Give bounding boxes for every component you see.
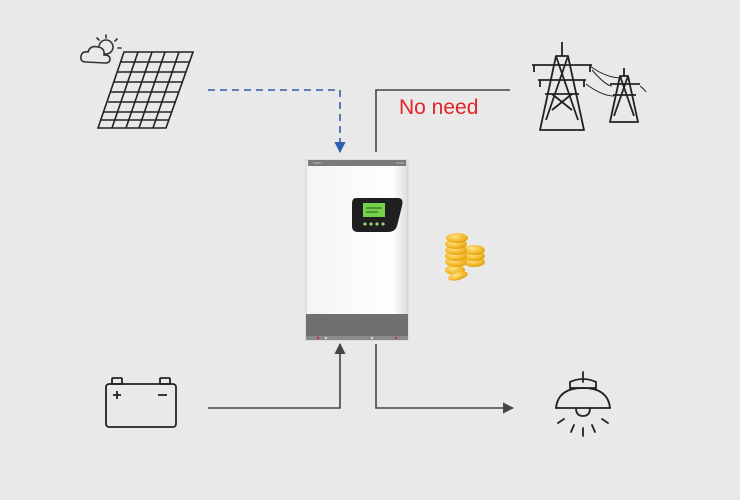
solar-flow-line	[208, 90, 340, 152]
battery-icon	[106, 378, 176, 427]
power-grid-tower-icon	[532, 42, 646, 130]
ceiling-lamp-icon	[556, 372, 610, 436]
solar-panel-icon	[98, 52, 193, 128]
inverter-lcd-screen	[363, 203, 385, 217]
partly-cloudy-icon	[81, 35, 121, 63]
hybrid-inverter-device	[306, 160, 408, 340]
grid-no-need-label: No need	[399, 95, 478, 121]
gold-coins-icon	[445, 233, 485, 282]
battery-flow-line	[208, 344, 340, 408]
load-flow-line	[376, 344, 513, 408]
